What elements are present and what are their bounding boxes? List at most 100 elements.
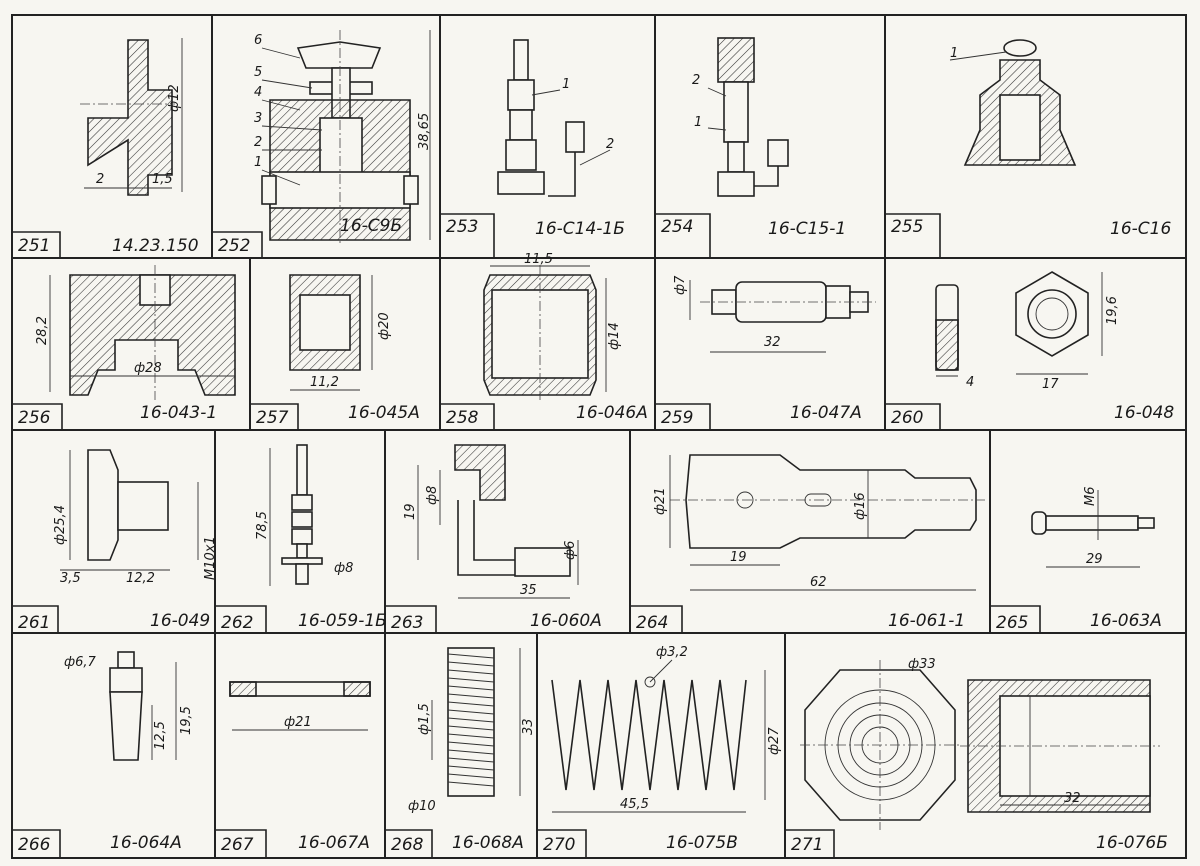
- sheet-frame: [11, 14, 1187, 859]
- part-number: 255: [891, 217, 923, 237]
- dim-label: 35: [520, 583, 537, 598]
- dim-label: ф21: [284, 715, 312, 730]
- part-number: 267: [221, 835, 254, 855]
- part-265: М6 29 265 16-063А: [996, 487, 1162, 634]
- part-code: 16-067А: [298, 833, 370, 853]
- part-code: 16-075В: [666, 833, 738, 853]
- dim-label: 19: [403, 503, 418, 520]
- part-number: 259: [661, 408, 693, 428]
- part-code: 16-045А: [348, 403, 420, 423]
- dim-label: ф20: [377, 312, 392, 340]
- part-code: 16-049: [150, 611, 210, 631]
- dim-label: 2: [96, 172, 104, 187]
- dim-label: М10х1: [203, 536, 218, 580]
- dim-label: ф14: [607, 322, 622, 350]
- dim-label: 32: [764, 335, 781, 350]
- dim-label: 17: [1042, 377, 1059, 392]
- part-number: 265: [996, 613, 1028, 633]
- dim-label: 3,5: [60, 571, 81, 586]
- part-number: 252: [218, 236, 250, 256]
- part-263: ф8 19 ф6 35 263 16-060А: [391, 444, 602, 633]
- part-271: ф33 32 271 16-076Б: [791, 657, 1168, 855]
- dim-label: ф12: [167, 84, 182, 112]
- part-259: ф7 32 259 16-047А: [661, 275, 876, 428]
- callout: 2: [254, 135, 262, 150]
- number-boxes: [12, 213, 1041, 858]
- part-code: 16-063А: [1090, 611, 1162, 631]
- part-number: 266: [18, 835, 51, 855]
- part-256: 28,2 ф28 256 16-043-1: [18, 265, 236, 428]
- part-number: 268: [391, 835, 424, 855]
- part-252: 38,65 6 5 4 3 2 1 252 16-С9Б: [218, 30, 432, 256]
- part-number: 264: [636, 613, 668, 633]
- callout: 1: [562, 77, 570, 92]
- part-267: ф21 267 16-067А: [221, 681, 371, 855]
- dim-label: ф21: [653, 487, 668, 515]
- dim-label: 12,5: [153, 721, 168, 750]
- part-code: 16-С14-1Б: [535, 219, 625, 239]
- part-code: 16-046А: [576, 403, 648, 423]
- dim-label: 33: [521, 718, 536, 735]
- dim-label: 19,6: [1105, 296, 1120, 325]
- part-260: 4 17 19,6 260 16-048: [891, 271, 1174, 428]
- dim-label: ф25,4: [53, 505, 68, 545]
- part-code: 16-064А: [110, 833, 182, 853]
- part-number: 260: [891, 408, 923, 428]
- part-code: 16-С15-1: [768, 219, 846, 239]
- callout: 1: [694, 115, 702, 130]
- part-number: 253: [446, 217, 478, 237]
- dim-label: 78,5: [255, 511, 270, 540]
- part-code: 16-С9Б: [340, 216, 402, 236]
- dim-label: 38,65: [417, 113, 432, 150]
- callout: 3: [254, 111, 262, 126]
- part-number: 258: [446, 408, 479, 428]
- callout: 2: [692, 73, 700, 88]
- dim-label: 19,5: [179, 706, 194, 735]
- dim-label: 12,2: [126, 571, 155, 586]
- dim-label: ф1,5: [417, 703, 432, 735]
- part-code: 16-061-1: [888, 611, 965, 631]
- callout: 4: [254, 85, 262, 100]
- part-257: ф20 11,2 257 16-045А: [256, 274, 420, 428]
- part-258: 11,5 ф14 258 16-046А: [446, 252, 648, 428]
- dim-label: ф33: [908, 657, 936, 672]
- part-code: 14.23.150: [112, 236, 199, 256]
- part-code: 16-059-1Б: [298, 611, 387, 631]
- part-number: 261: [18, 613, 50, 633]
- part-number: 254: [661, 217, 693, 237]
- dim-label: ф27: [767, 727, 782, 755]
- dim-label: ф3,2: [656, 645, 688, 660]
- part-number: 257: [256, 408, 289, 428]
- part-number: 262: [221, 613, 253, 633]
- part-270: ф3,2 ф27 45,5 270 16-075В: [543, 645, 782, 855]
- part-code: 16-060А: [530, 611, 602, 631]
- dim-label: 62: [810, 575, 827, 590]
- part-code: 16-076Б: [1096, 833, 1168, 853]
- dim-label: ф7: [673, 275, 688, 295]
- part-code: 16-068А: [452, 833, 524, 853]
- grid-lines: [12, 15, 1186, 858]
- callout: 2: [606, 137, 614, 152]
- part-code: 16-С16: [1110, 219, 1171, 239]
- dim-label: ф10: [408, 799, 436, 814]
- dim-label: ф8: [425, 486, 440, 505]
- dim-label: 45,5: [620, 797, 649, 812]
- callout: 5: [254, 65, 262, 80]
- dim-label: 11,2: [310, 375, 339, 390]
- dim-label: 28,2: [35, 316, 50, 345]
- part-254: 2 1 254 16-С15-1: [661, 37, 846, 239]
- dim-label: ф6,7: [64, 655, 97, 670]
- callout: 1: [950, 46, 958, 61]
- part-code: 16-043-1: [140, 403, 217, 423]
- dim-label: М6: [1083, 487, 1098, 507]
- dim-label: 19: [730, 550, 747, 565]
- part-253: 1 2 253 16-С14-1Б: [446, 39, 625, 239]
- part-number: 270: [543, 835, 575, 855]
- dim-label: ф8: [334, 561, 353, 576]
- part-266: ф6,7 12,5 19,5 266 16-064А: [18, 651, 194, 855]
- part-number: 251: [18, 236, 50, 256]
- dim-label: 32: [1064, 791, 1081, 806]
- part-262: 78,5 ф8 262 16-059-1Б: [221, 444, 387, 633]
